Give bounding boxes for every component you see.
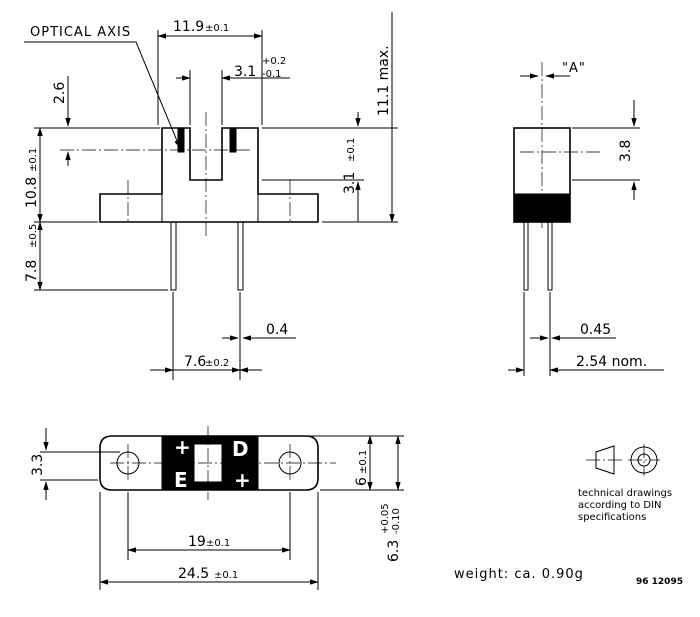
emitter-window — [177, 127, 185, 153]
projection-cone-icon — [595, 445, 615, 475]
dim-slot: 3.1 — [234, 64, 256, 80]
dim-flange-tol-plus: +0.05 — [380, 503, 391, 534]
dim-width-top: 11.9 — [173, 19, 204, 35]
side-pin-right — [547, 221, 553, 291]
din-note-line-3: specifications — [578, 512, 646, 523]
dim-pin-length-tol: ±0.5 — [28, 224, 39, 248]
view-a-label: "A" — [562, 61, 586, 76]
dim-flange-tol-minus: -0.10 — [391, 508, 402, 534]
dim-side-axis: 3.8 — [618, 140, 634, 162]
dim-axis-offset: 2.6 — [52, 82, 68, 104]
dim-pin-pitch: 2.54 nom. — [576, 354, 647, 370]
dim-pin-thickness: 0.45 — [580, 322, 611, 338]
dim-length-tol: ±0.1 — [214, 570, 238, 581]
dim-pin-spacing: 7.6 — [184, 354, 206, 370]
dim-hole-pitch-tol: ±0.1 — [206, 538, 230, 549]
dim-width-top-tol: ±0.1 — [205, 23, 229, 34]
dim-flange-width: 6.3 — [386, 540, 402, 562]
dim-slot-tol-minus: -0.1 — [262, 69, 282, 80]
emitter-plus: + — [174, 435, 191, 459]
dim-slot-depth: 3.1 — [342, 172, 358, 194]
dim-length: 24.5 — [178, 566, 209, 582]
dim-pin-spacing-tol: ±0.2 — [205, 358, 229, 369]
din-projection-symbol: technical drawings according to DIN spec… — [578, 444, 672, 523]
dim-slot-depth-tol: ±0.1 — [346, 138, 357, 162]
detector-window — [229, 127, 237, 153]
side-view: "A" 3.8 0.45 2.54 nom. — [508, 61, 664, 376]
dim-body-height: 10.8 — [24, 177, 40, 208]
drawing-code: 96 12095 — [636, 577, 683, 587]
pin-right — [237, 221, 244, 291]
front-view: 11.9 ±0.1 3.1 +0.2 -0.1 11.1 max. 2.6 10… — [24, 12, 398, 380]
dim-hole-pitch: 19 — [188, 534, 206, 550]
dim-slot-tol-plus: +0.2 — [262, 56, 286, 67]
dim-pin-width: 0.4 — [266, 322, 288, 338]
dim-body-width-tol: ±0.1 — [358, 450, 369, 474]
top-flange-outline — [99, 435, 319, 491]
detector-mark: D — [232, 437, 249, 461]
top-view: + E D + 3.3 6 ±0.1 6.3 +0.05 -0.10 19 ±0… — [30, 426, 404, 590]
weight-label: weight: ca. 0.90g — [454, 567, 584, 582]
din-note-line-2: according to DIN — [578, 500, 662, 511]
detector-plus: + — [234, 468, 251, 492]
front-body-outline — [99, 127, 319, 223]
side-pin-left — [523, 221, 529, 291]
dim-height-max: 11.1 max. — [376, 45, 392, 116]
pin-left — [170, 221, 177, 291]
emitter-mark: E — [174, 468, 188, 492]
dim-pin-length: 7.8 — [24, 260, 40, 282]
optical-axis-label: OPTICAL AXIS — [30, 25, 131, 40]
dim-body-height-tol: ±0.1 — [28, 148, 39, 172]
din-note-line-1: technical drawings — [578, 488, 672, 499]
dim-hole-offset: 3.3 — [30, 454, 46, 476]
dim-body-width: 6 — [354, 477, 370, 486]
